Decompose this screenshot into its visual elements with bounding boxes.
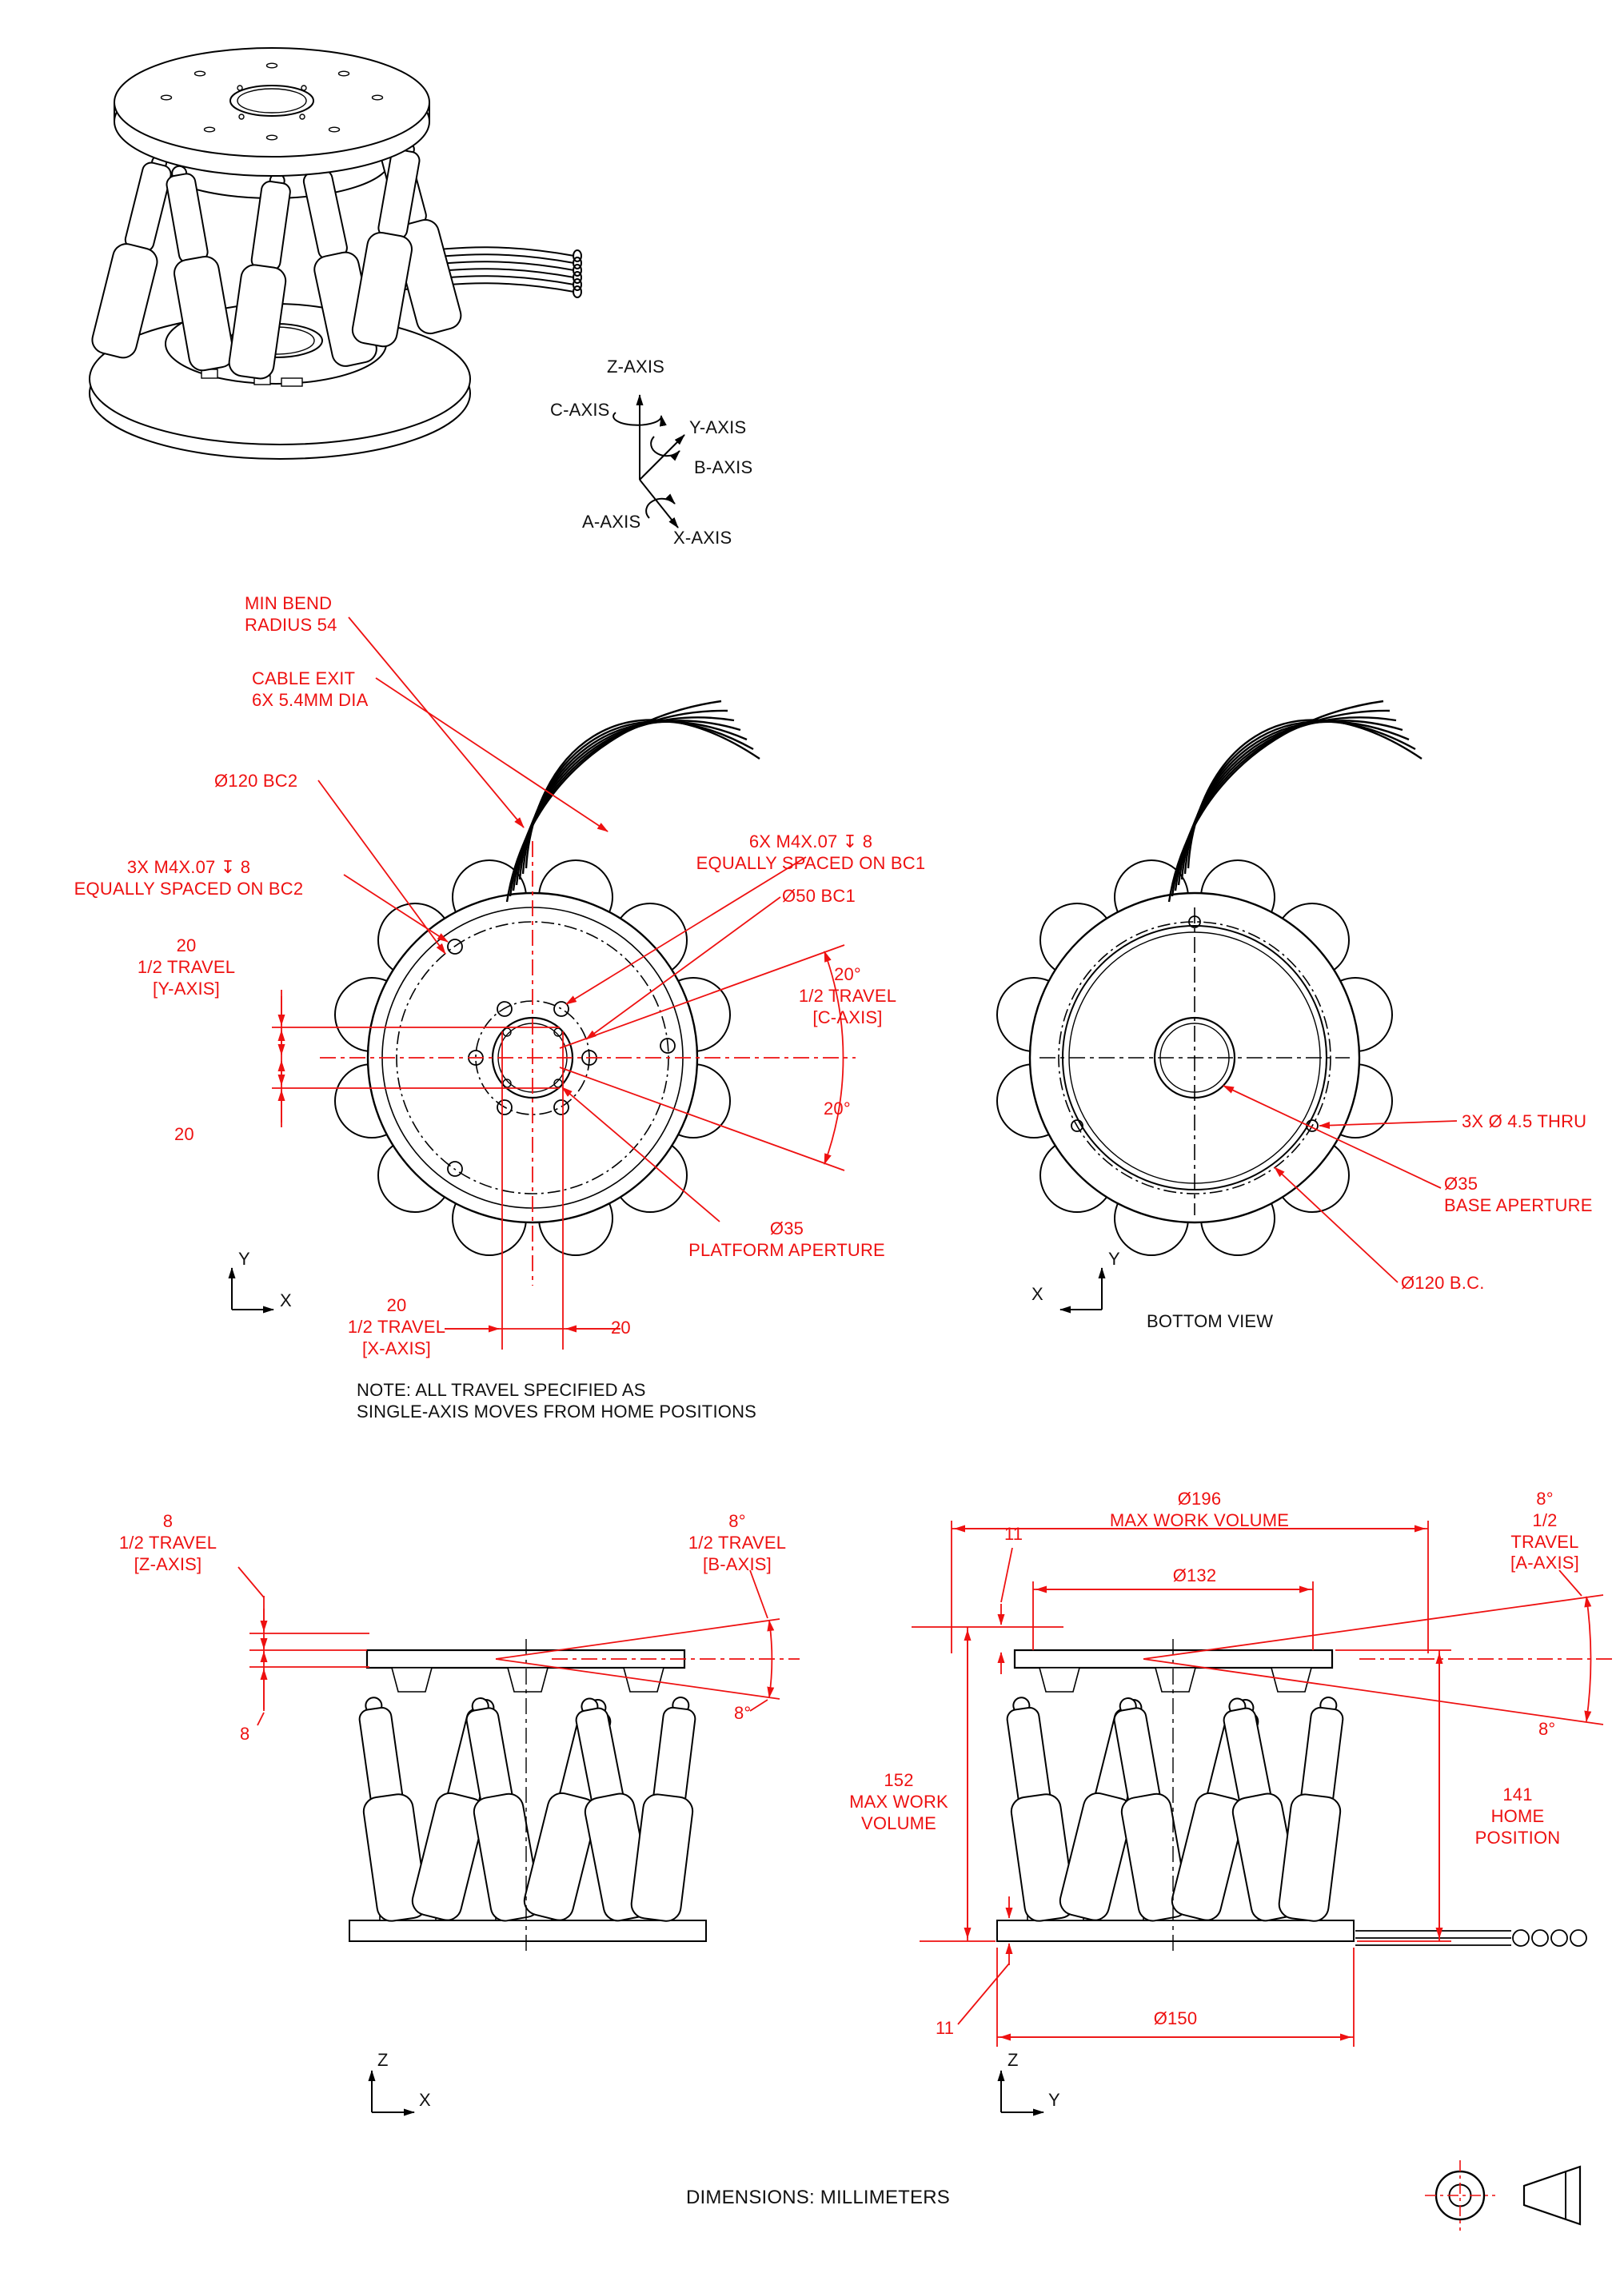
- bc1-diameter-label: Ø50 BC1: [782, 886, 856, 906]
- b-axis-label: B-AXIS: [694, 457, 753, 477]
- iso-actuators: [91, 131, 462, 380]
- thru-holes: [1071, 915, 1319, 1132]
- platform-aperture-label: Ø35 PLATFORM APERTURE: [688, 1218, 885, 1260]
- bottom-view-cables: [1167, 700, 1422, 903]
- isometric-view: [89, 47, 582, 460]
- cable-exit-leader: [375, 677, 609, 832]
- top-view-cables: [505, 700, 760, 903]
- x-axis-arrow: [639, 479, 679, 528]
- iso-top-plate: [114, 47, 430, 177]
- z-axis-label: Z-AXIS: [606, 357, 665, 377]
- travel-note: NOTE: ALL TRAVEL SPECIFIED AS SINGLE-AXI…: [357, 1380, 757, 1422]
- bc2-screws-leader: [343, 874, 449, 943]
- cable-exit-label: CABLE EXIT 6X 5.4MM DIA: [252, 668, 369, 710]
- front-base-plate: [349, 1920, 707, 1942]
- bc2-diameter-label: Ø120 BC2: [214, 771, 298, 791]
- y-axis-label: Y-AXIS: [689, 417, 747, 437]
- bolt-circle-leader: [1274, 1166, 1399, 1283]
- a-travel-label: 8° 1/2 TRAVEL [A-AXIS]: [1510, 1489, 1579, 1573]
- y-travel-lower-label: 20: [174, 1124, 194, 1144]
- y-axis-arrow: [639, 434, 685, 481]
- z-travel-leader: [237, 1566, 265, 1598]
- x-axis-label: X-AXIS: [673, 528, 732, 548]
- b-travel-label: 8° 1/2 TRAVEL [B-AXIS]: [688, 1511, 787, 1574]
- offset-bottom-label: 11: [936, 2018, 955, 2038]
- b-travel-leader: [749, 1569, 768, 1619]
- z-travel-lower-label: 8: [240, 1724, 250, 1744]
- side-view-geometry: [996, 1639, 1587, 1951]
- top-view-y-label: Y: [238, 1249, 250, 1269]
- x-travel-label: 20 1/2 TRAVEL [X-AXIS]: [347, 1295, 446, 1358]
- base-aperture-leader: [1223, 1085, 1442, 1189]
- b-rotation-arrow: [650, 436, 680, 461]
- b-lower-leader: [749, 1699, 768, 1712]
- side-view: [912, 1521, 1615, 2116]
- side-view-axes: [997, 2070, 1044, 2116]
- min-bend-leader: [348, 616, 525, 828]
- top-view-dimensions: [272, 616, 856, 1350]
- z-lower-leader: [257, 1712, 265, 1726]
- bottom-view: [996, 700, 1458, 1314]
- iso-cable-bundle: [399, 246, 582, 298]
- side-view-y-label: Y: [1048, 2090, 1060, 2110]
- top-view-x-label: X: [280, 1290, 292, 1310]
- bc1-screws-label: 6X M4X.07 ↧ 8 EQUALLY SPACED ON BC1: [696, 831, 926, 873]
- side-base-plate: [996, 1920, 1355, 1942]
- x-travel-right-label: 20: [611, 1318, 631, 1338]
- max-work-height-label: 152 MAX WORK VOLUME: [849, 1770, 948, 1833]
- bottom-view-y-label: Y: [1108, 1249, 1120, 1269]
- axis-triad: [612, 394, 685, 528]
- bottom-view-x-label: X: [1031, 1284, 1043, 1304]
- bc1-screws-leader: [565, 856, 807, 1005]
- side-cable-exit: [1355, 1929, 1587, 1947]
- bc2-screws-label: 3X M4X.07 ↧ 8 EQUALLY SPACED ON BC2: [74, 857, 304, 899]
- third-angle-projection-symbol: [1425, 2160, 1582, 2231]
- a-rotation-arrow: [645, 493, 676, 519]
- units-note: DIMENSIONS: MILLIMETERS: [686, 2187, 950, 2208]
- bc1-diameter-leader: [585, 896, 781, 1040]
- min-bend-label: MIN BEND RADIUS 54: [245, 593, 337, 635]
- bottom-view-leaders: [1223, 1085, 1458, 1283]
- y-travel-label: 20 1/2 TRAVEL [Y-AXIS]: [137, 935, 236, 999]
- home-position-label: 141 HOME POSITION: [1474, 1784, 1561, 1848]
- b-travel-lower-label: 8°: [734, 1703, 752, 1723]
- a-travel-lower-label: 8°: [1538, 1719, 1556, 1739]
- front-view-z-label: Z: [377, 2050, 389, 2070]
- base-aperture-label: Ø35 BASE APERTURE: [1444, 1174, 1593, 1215]
- a-travel-leader: [1558, 1569, 1582, 1597]
- thru-holes-leader: [1319, 1120, 1458, 1130]
- base-diameter-label: Ø150: [1153, 2008, 1198, 2028]
- c-rotation-arrow: [612, 412, 667, 427]
- c-travel-label: 20° 1/2 TRAVEL [C-AXIS]: [798, 964, 897, 1027]
- side-view-dimensions: [912, 1521, 1615, 2047]
- aperture-leader: [561, 1087, 720, 1222]
- front-view-x-label: X: [419, 2090, 431, 2110]
- bottom-view-caption: BOTTOM VIEW: [1147, 1311, 1274, 1331]
- front-view-geometry: [349, 1639, 707, 1951]
- z-travel-label: 8 1/2 TRAVEL [Z-AXIS]: [118, 1511, 217, 1574]
- side-view-z-label: Z: [1008, 2050, 1019, 2070]
- front-view-dimensions: [237, 1566, 800, 1726]
- thru-holes-label: 3X Ø 4.5 THRU: [1462, 1111, 1587, 1131]
- bottom-view-axes: [1059, 1267, 1106, 1314]
- front-view: [237, 1566, 800, 2116]
- max-work-diameter-label: Ø196 MAX WORK VOLUME: [1109, 1489, 1290, 1530]
- bc2-holes: [447, 939, 676, 1177]
- bottom-view-base: [1028, 891, 1361, 1224]
- c-axis-label: C-AXIS: [550, 400, 610, 420]
- top-view-axes: [228, 1267, 274, 1314]
- top-view: [228, 616, 856, 1350]
- front-view-axes: [368, 2070, 415, 2116]
- offset-top-label: 11: [1004, 1524, 1023, 1544]
- c-travel-lower-label: 20°: [824, 1099, 851, 1119]
- platform-diameter-label: Ø132: [1172, 1565, 1217, 1585]
- bc2-diameter-leader: [317, 780, 446, 955]
- a-axis-label: A-AXIS: [582, 512, 641, 532]
- bolt-circle-label: Ø120 B.C.: [1401, 1273, 1485, 1293]
